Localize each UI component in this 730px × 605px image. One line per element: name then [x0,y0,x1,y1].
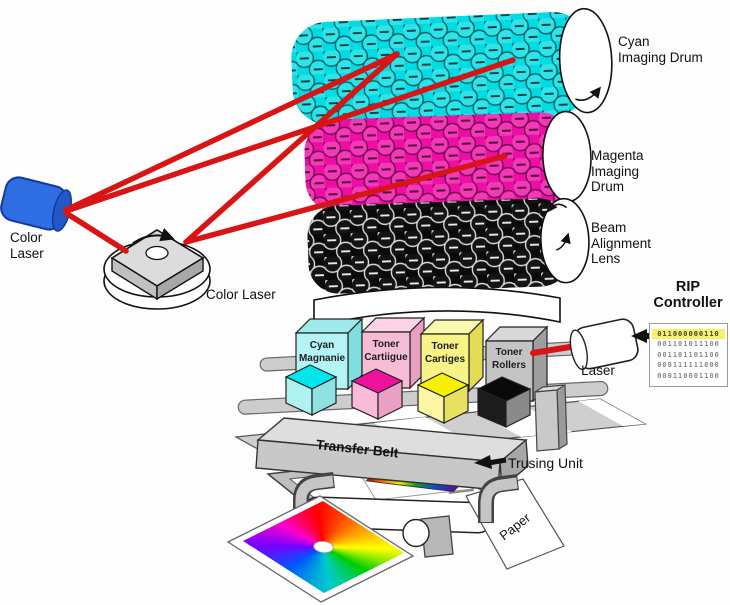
black-imaging-drum [307,197,590,294]
fusing-unit-label: Trusing Unit [508,455,583,471]
rip-controller-label: RIP Controller [653,279,723,311]
toner-cube-black [476,376,532,428]
color-laser-mirror-label: Color Laser [206,287,276,302]
cyan-drum-rotation-arrow [575,86,601,101]
rip-binary-row: 001101011100 [657,340,720,349]
cyan-imaging-drum [291,7,613,125]
cyan-drum-label: Cyan Imaging Drum [618,34,703,65]
cartridge-label-magenta: Toner Cartiigue [364,339,408,363]
magenta-drum-label: Magenta Imaging Drum [591,148,644,194]
magenta-imaging-drum [304,110,592,213]
black-drum-rotation-arrow [547,201,568,213]
beam-alignment-lens [313,286,561,327]
rotating-mirror [103,227,211,310]
toner-cube-yellow [416,372,470,424]
frame-brackets [293,472,519,523]
laser-label: Laser [581,363,615,378]
rip-controller-box: 011000000110 001101011100 001101101100 0… [649,323,728,387]
black-drum-rotation-arrow-2 [555,232,571,251]
mirror-beam-to-magenta-drum [183,153,508,245]
fusing-unit-arrow [474,455,507,469]
cartridge-label-cyan: Cyan Magnanie [298,340,346,364]
color-laser-label: Color Laser [10,230,44,261]
roller-end-cap [402,518,430,548]
laser-beam-to-cyan-drum-2 [63,57,516,214]
mirror-beam-to-cyan-drum [183,51,400,245]
laser-beams [63,51,516,254]
rip-laser-beam [530,343,579,356]
rip-binary-row: 001101101100 [657,350,720,359]
laser-beam-to-cyan-drum [63,51,400,213]
rip-binary-row: 000111111000 [657,361,720,370]
mirror-spindle-hole [145,245,169,261]
cartridge-label-black: Toner Rollers [492,347,526,371]
laser-beam-to-mirror [63,210,129,254]
cartridge-label-yellow: Toner Cartiges [424,341,465,365]
toner-cartridge-yellow [419,318,485,393]
toner-cube-cyan [284,364,338,416]
rip-binary-row: 011000000110 [652,328,725,340]
support-post [534,383,568,452]
beam-alignment-lens-label: Beam Alignment Lens [591,220,652,266]
rip-binary-row: 000110001100 [657,371,720,380]
mirror-rotation-arrow [132,227,175,244]
toner-cube-magenta [350,368,404,420]
color-laser-source [0,176,72,232]
color-wheel-center [309,538,338,556]
